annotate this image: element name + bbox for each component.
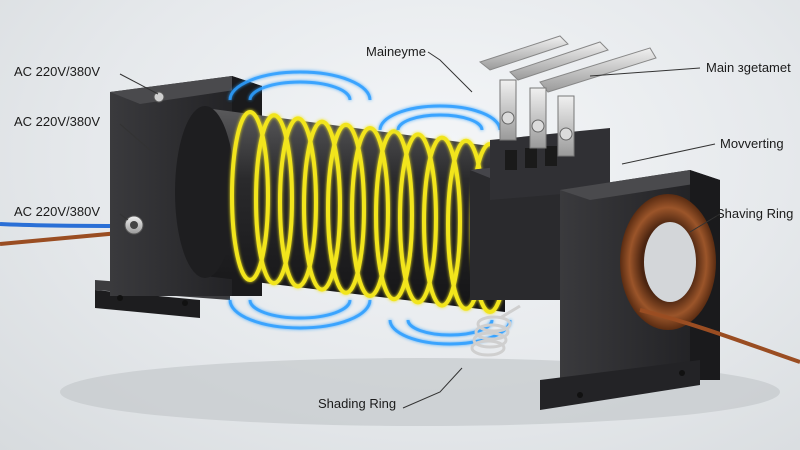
leader-lines	[119, 51, 721, 409]
shading-spring	[470, 304, 521, 357]
coil-winding-turn	[278, 116, 318, 289]
label-shaving-ring: Shaving Ring	[716, 206, 794, 221]
label-ac-voltage-top: AC 220V/380V	[14, 64, 101, 79]
magnetic-field-arc	[228, 299, 372, 330]
label-maineyme: Maineyme	[366, 44, 426, 59]
coil-winding-turn	[350, 126, 390, 298]
armature-block	[470, 128, 610, 300]
magnetic-field-arc	[248, 299, 352, 320]
magnetic-field-arc	[248, 80, 352, 101]
magnetic-field-arc	[396, 113, 484, 131]
coil-winding-turn	[398, 132, 438, 305]
right-wire	[639, 308, 800, 364]
magnetic-field-arc	[378, 104, 502, 131]
coil-winding-turn	[326, 122, 366, 295]
coil-winding-turn	[422, 135, 462, 308]
coil-winding-turn	[254, 113, 294, 286]
label-movverting: Movverting	[720, 136, 784, 151]
coil-winding-turn	[230, 110, 270, 282]
copper-shading-ring	[620, 194, 716, 330]
coil-winding-turn	[374, 129, 414, 302]
label-main-getamet: Main зgetamet	[706, 60, 791, 75]
label-ac-voltage-bottom: AC 220V/380V	[14, 204, 101, 219]
coil-winding-turn	[302, 119, 342, 292]
label-shading-ring: Shading Ring	[318, 396, 397, 411]
label-ac-voltage-mid: AC 220V/380V	[14, 114, 101, 129]
contact-terminals	[478, 35, 657, 157]
magnetic-field-arc	[228, 70, 372, 101]
